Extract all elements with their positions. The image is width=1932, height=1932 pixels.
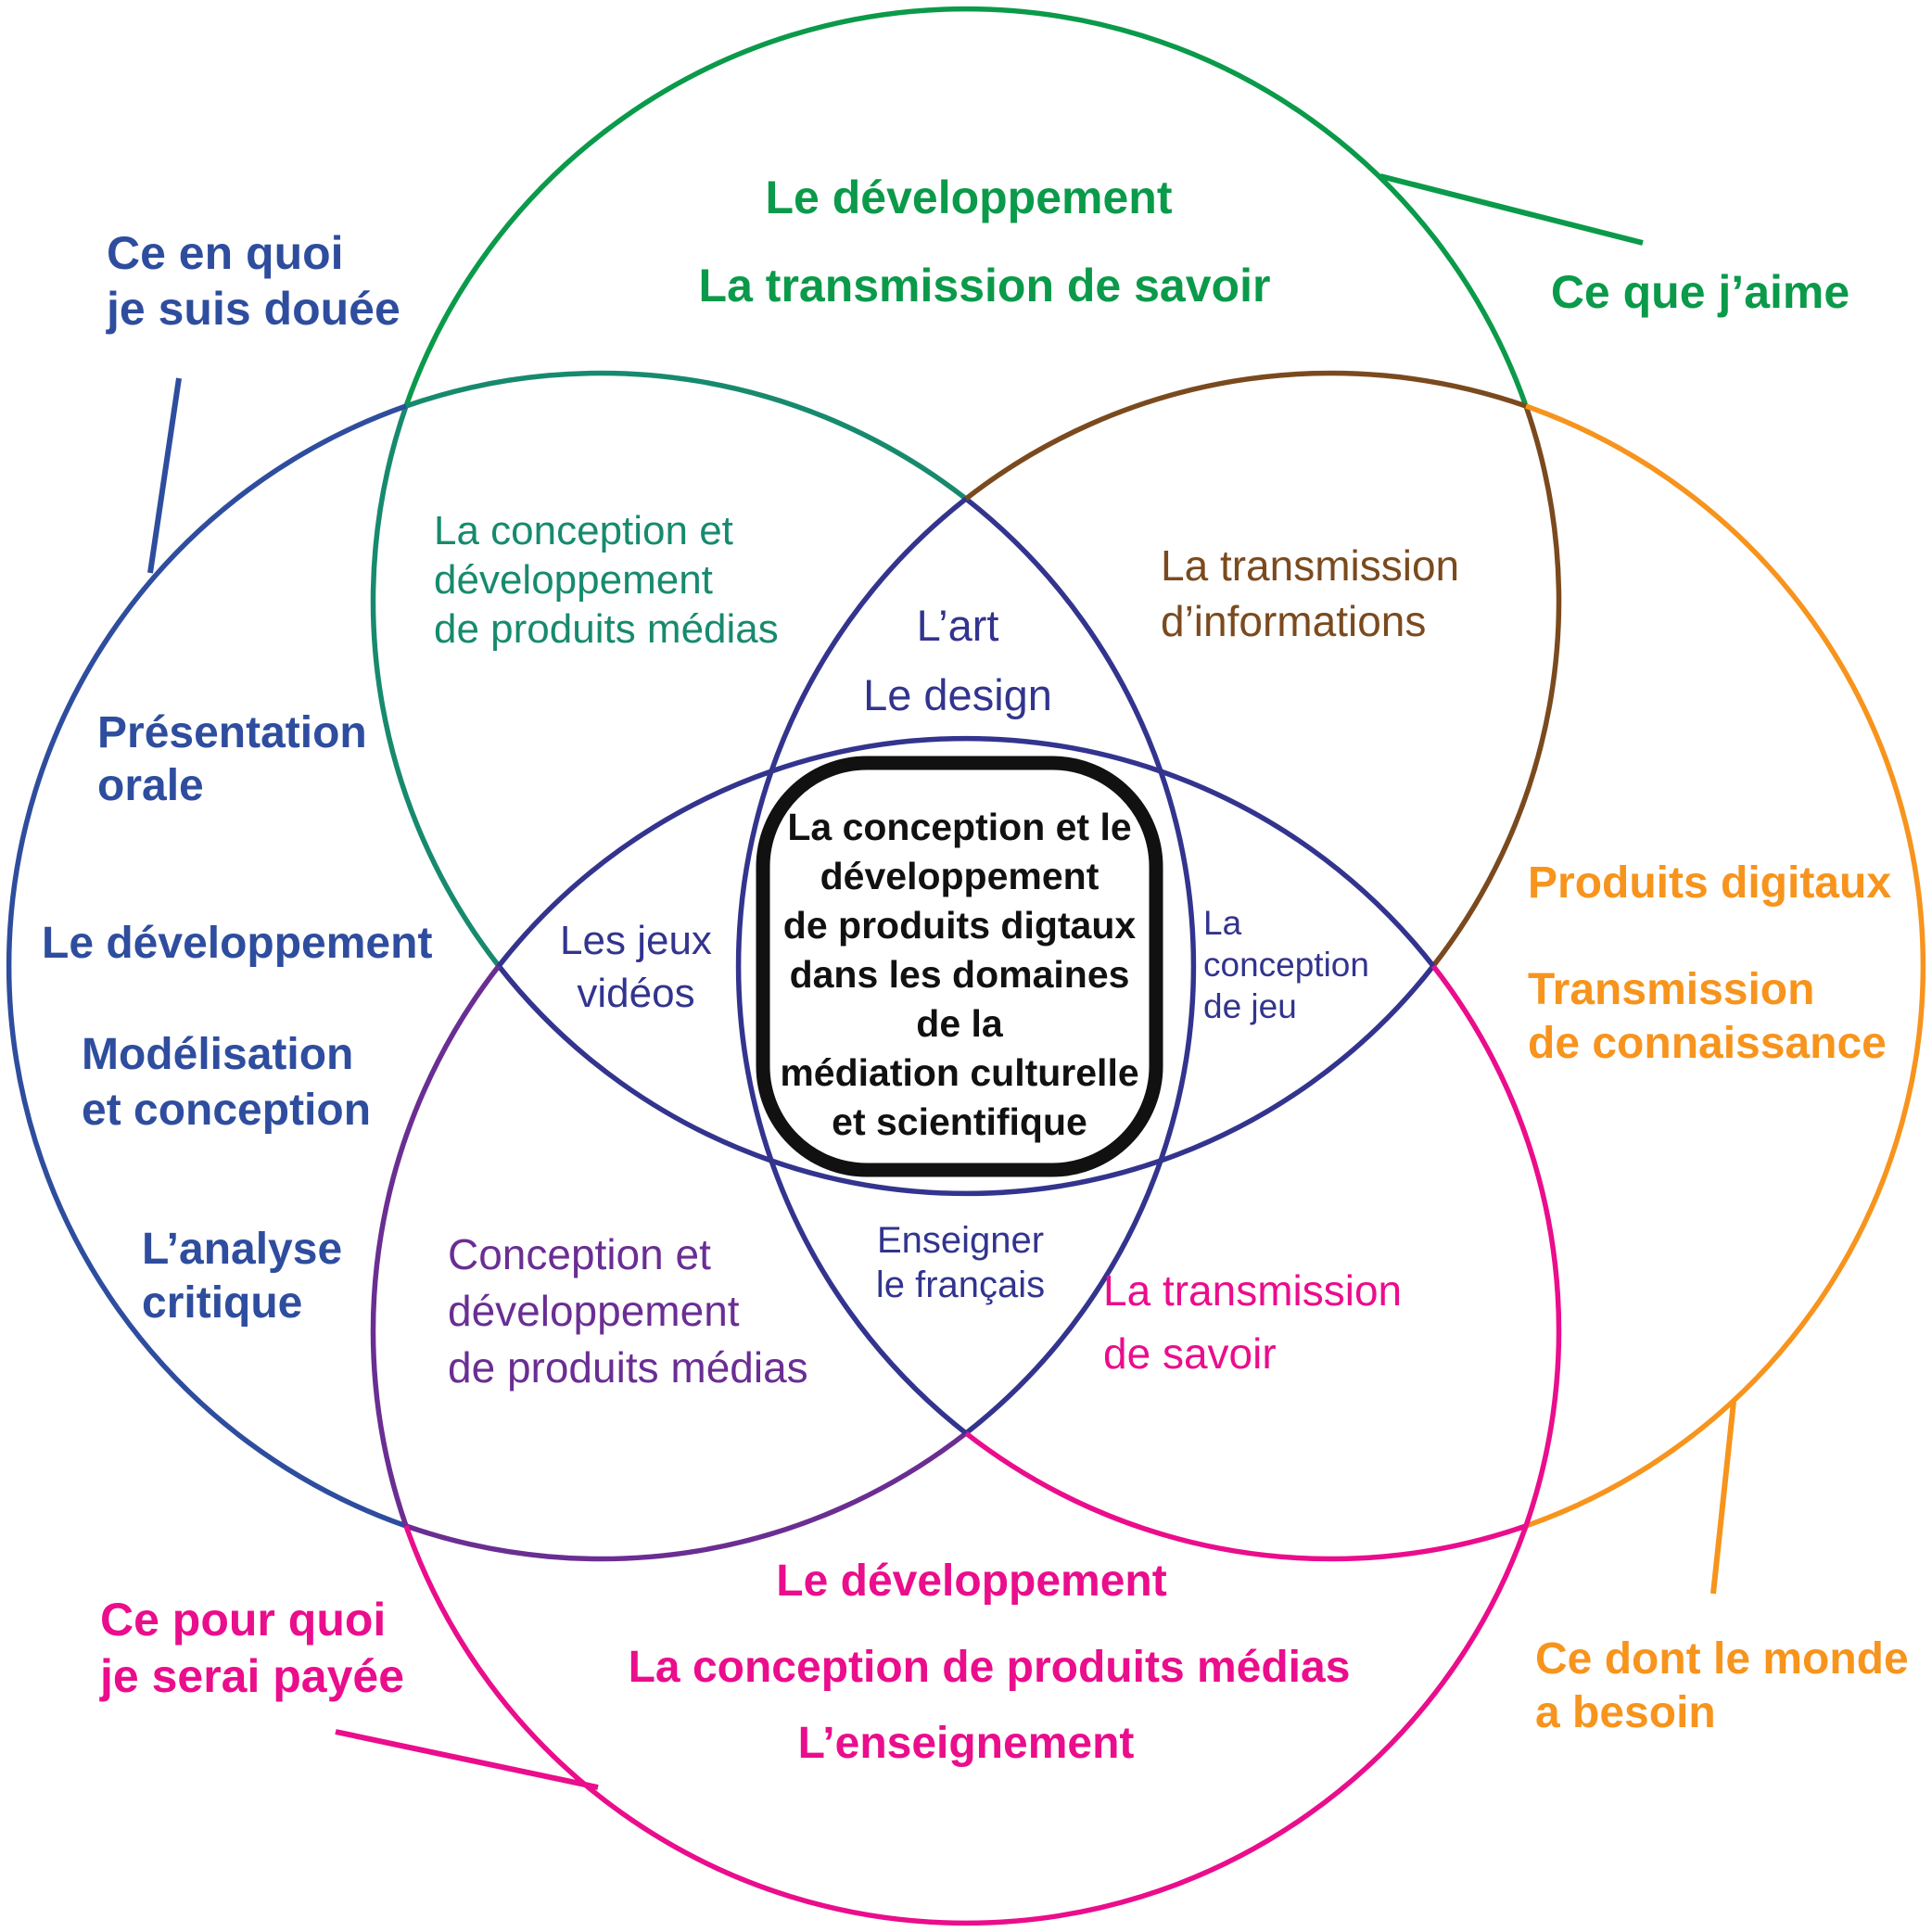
love-label-1: Le développement [765,172,1173,223]
overlap-love-need-label: La transmission d’informations [1161,541,1460,645]
pay-item-enseignement: L’enseignement [797,1719,1135,1768]
skill-attribute: Ce en quoi je suis douée [107,227,400,335]
pay-attribute: Ce pour quoi je serai payée [100,1594,405,1702]
skill-item-presentation: Présentation orale [97,708,367,810]
arc-top-outer-green [403,6,1529,407]
arc-bottom-inner-navy-2 [770,735,1162,774]
arc-right-outer-orange [1525,403,1926,1529]
arc-left-inner-navy-1 [964,496,1163,772]
arc-right-inner-navy-2 [735,770,774,1162]
arc-top-inner-navy-1 [1160,964,1436,1163]
arc-top-inner-navy-3 [496,964,772,1163]
love-attribute: Ce que j’aime [1550,266,1850,318]
need-item-produits-digitaux: Produits digitaux [1528,858,1892,908]
arc-bottom-in-right-pink [1430,964,1562,1527]
overlap-game-design-label: La conception de jeu [1203,904,1369,1025]
arc-bottom-inner-navy-1 [496,769,772,968]
arc-bottom-inner-navy-3 [1160,769,1436,968]
overlap-teach-french-label: Enseigner le français [875,1220,1046,1305]
overlap-love-skill-label: La conception et développement de produi… [434,508,779,652]
overlap-art-design-label: L’art Le design [863,601,1052,719]
overlap-need-pay-label: La transmission de savoir [1103,1266,1403,1378]
arc-bottom-in-left-purple [370,964,502,1527]
arc-left-in-top-teal [405,370,968,502]
overlap-video-games-label: Les jeux vidéos [560,918,712,1016]
arc-left-inner-navy-3 [964,1160,1163,1436]
arc-right-in-top-brown [964,370,1527,502]
arc-top-in-right-brown [1430,405,1562,968]
center-box [756,756,1163,1177]
leader-line-skill [147,377,182,574]
skill-item-modelisation: Modélisation et conception [82,1030,372,1135]
arc-bottom-outer-pink [403,1525,1529,1926]
arc-top-in-left-teal [370,405,502,968]
arc-left-inner-navy-2 [1158,770,1197,1162]
center-label: La conception et le développement de pro… [780,806,1139,1143]
arc-left-outer-blue [6,403,407,1529]
leader-line-pay [335,1729,599,1790]
need-attribute: Ce dont le monde a besoin [1535,1634,1909,1737]
need-item-transmission: Transmission de connaissance [1528,965,1887,1068]
overlap-skill-pay-label: Conception et développement de produits … [448,1230,808,1392]
leader-line-need [1710,1401,1736,1595]
leader-line-love [1379,173,1644,246]
love-label-2: La transmission de savoir [698,260,1271,311]
arc-right-in-bottom-pink [964,1430,1527,1562]
skill-item-developpement: Le développement [42,919,433,968]
arc-right-inner-navy-3 [769,496,968,772]
pay-item-conception-medias: La conception de produits médias [628,1643,1351,1692]
arc-right-inner-navy-1 [769,1160,968,1436]
arc-top-inner-navy-2 [770,1158,1162,1197]
skill-item-analyse: L’analyse critique [142,1225,343,1328]
arc-left-in-bottom-purple [405,1430,968,1562]
pay-item-developpement: Le développement [776,1557,1167,1606]
